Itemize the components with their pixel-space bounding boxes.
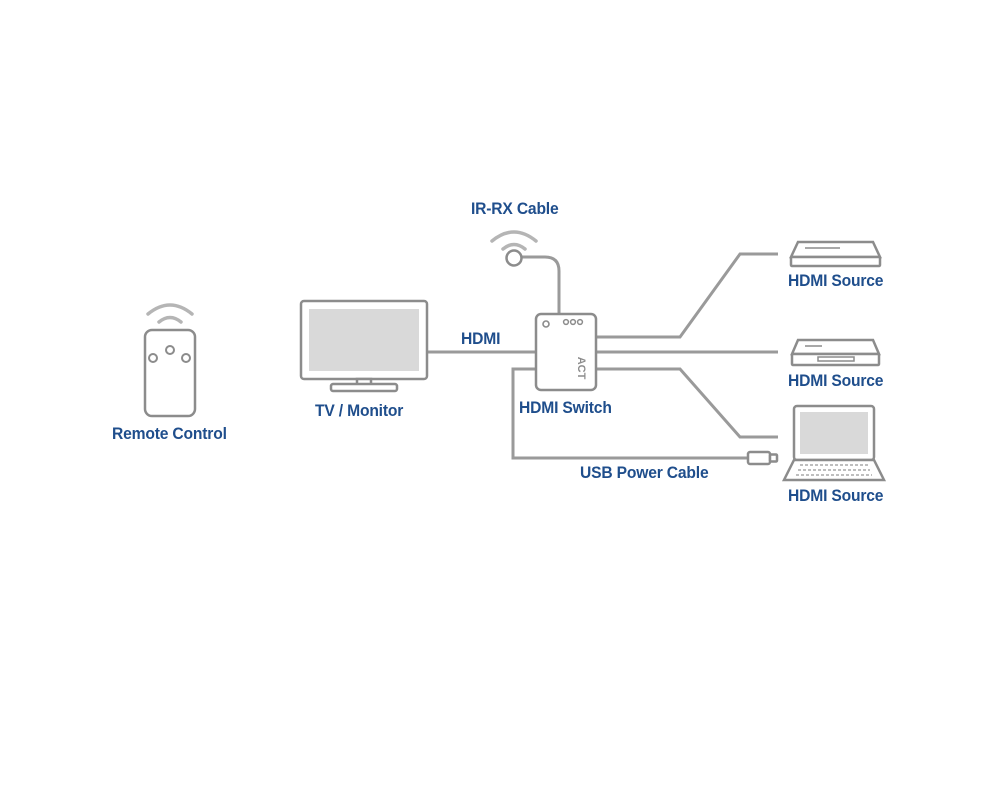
usb-power-line (511, 367, 748, 460)
ir-signal-wave-inner (501, 242, 527, 251)
remote-body (143, 328, 197, 418)
connection-lines (428, 252, 778, 460)
usb-plug-icon (746, 450, 779, 466)
usb-power-cable-label: USB Power Cable (580, 463, 709, 482)
ir-receiver-icon (490, 230, 538, 267)
hdmi-switch-icon: ACT (534, 312, 598, 392)
laptop-screen (800, 412, 868, 454)
source-1-line (596, 252, 778, 339)
switch-logo: ACT (575, 357, 587, 380)
hdmi-source-label-3: HDMI Source (788, 486, 884, 505)
remote-signal-wave-inner (157, 315, 183, 324)
monitor-screen (309, 309, 419, 371)
remote-control-icon (143, 303, 197, 418)
hdmi-link-label: HDMI (461, 329, 501, 348)
player-2-top (790, 338, 881, 356)
tv-monitor-label: TV / Monitor (315, 401, 404, 420)
ir-rx-cable-label: IR-RX Cable (471, 199, 559, 218)
monitor-base (329, 382, 399, 393)
switch-body (534, 312, 598, 392)
hdmi-source-label-2: HDMI Source (788, 371, 884, 390)
player-1-front (789, 255, 882, 268)
source-3-line (596, 367, 778, 439)
remote-signal-wave-outer (146, 303, 194, 316)
ir-cable-line (521, 255, 561, 314)
remote-button-right (181, 353, 191, 363)
switch-led-2 (569, 318, 577, 326)
player-2-disc-tray (817, 356, 855, 362)
player-1-top (789, 240, 882, 259)
hdmi-source-label-1: HDMI Source (788, 271, 884, 290)
ir-receiver-head (505, 249, 523, 267)
dvd-player-icon (790, 338, 881, 367)
usb-plug-tip (768, 453, 779, 463)
hdmi-switch-label: HDMI Switch (519, 398, 612, 417)
usb-plug-body (746, 450, 772, 466)
ir-signal-wave-outer (490, 230, 538, 243)
remote-button-top (165, 345, 175, 355)
switch-led-3 (576, 318, 584, 326)
switch-ir-port (542, 320, 550, 328)
media-player-icon (789, 240, 882, 268)
laptop-icon (781, 404, 887, 482)
remote-control-label: Remote Control (112, 424, 227, 443)
switch-led-1 (562, 318, 570, 326)
monitor-icon (299, 299, 429, 393)
remote-button-left (148, 353, 158, 363)
